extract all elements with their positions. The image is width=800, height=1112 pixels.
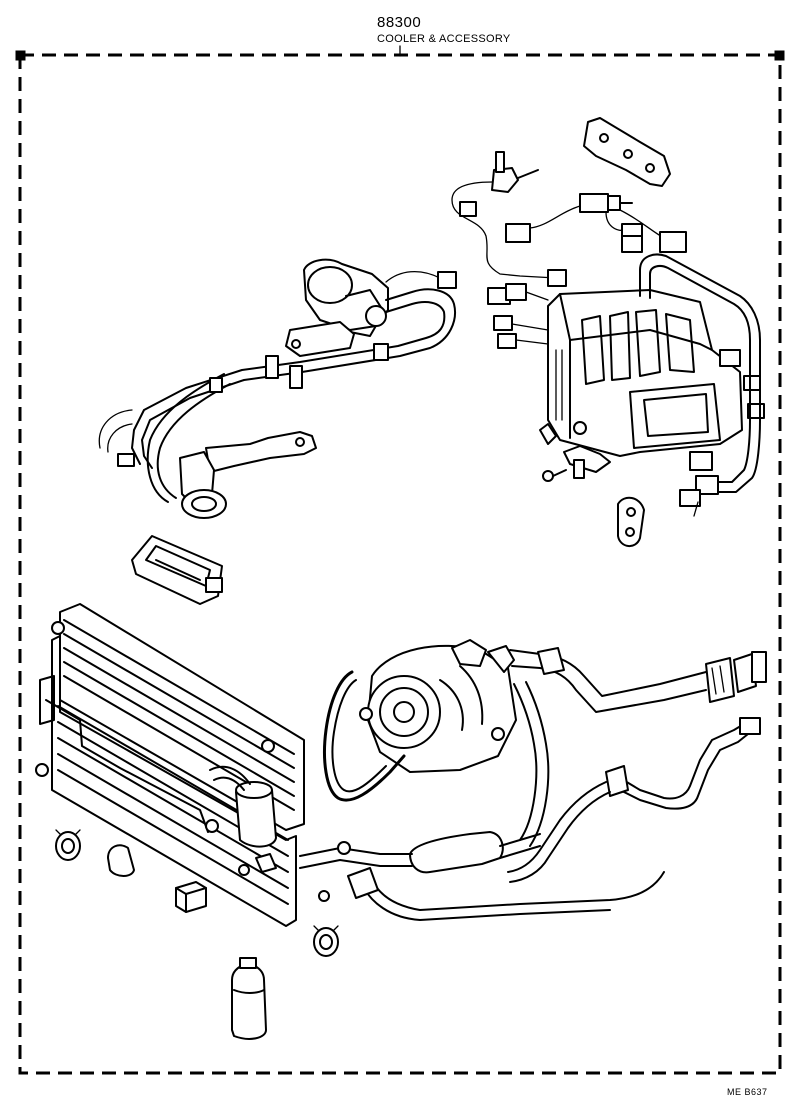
- drawing-code: ME B637: [727, 1087, 768, 1097]
- sealing-block: [175, 881, 207, 913]
- rubber-plug: [107, 844, 135, 877]
- mounting-plate: [583, 117, 671, 187]
- muffler-line: [238, 831, 665, 921]
- wire-connectors-left: [487, 283, 549, 349]
- dashed-frame: [15, 50, 785, 1075]
- diagram-title: COOLER & ACCESSORY: [377, 33, 511, 45]
- suction-hose: [513, 681, 550, 847]
- refrigerant-hose-upper: [509, 647, 767, 713]
- evaporator-pipe: [639, 253, 761, 517]
- compressor: [359, 639, 517, 773]
- liquid-tube: [507, 717, 761, 883]
- pulley-cap-left: [55, 829, 81, 861]
- grommet: [617, 496, 645, 547]
- drive-belt: [323, 670, 406, 802]
- part-number: 88300: [377, 14, 422, 31]
- control-cable: [98, 288, 456, 503]
- vacuum-motor-assembly: [285, 258, 457, 357]
- compressor-oil-can: [231, 957, 267, 1040]
- cooler-amplifier: [131, 535, 223, 605]
- relay-harness: [505, 193, 687, 253]
- receiver-dryer: [209, 765, 277, 848]
- condenser: [35, 603, 305, 927]
- idle-up-bracket: [179, 431, 317, 519]
- thermo-switch-harness: [451, 151, 567, 287]
- evaporator-unit: [539, 289, 765, 482]
- pulley-cap-right: [313, 925, 339, 957]
